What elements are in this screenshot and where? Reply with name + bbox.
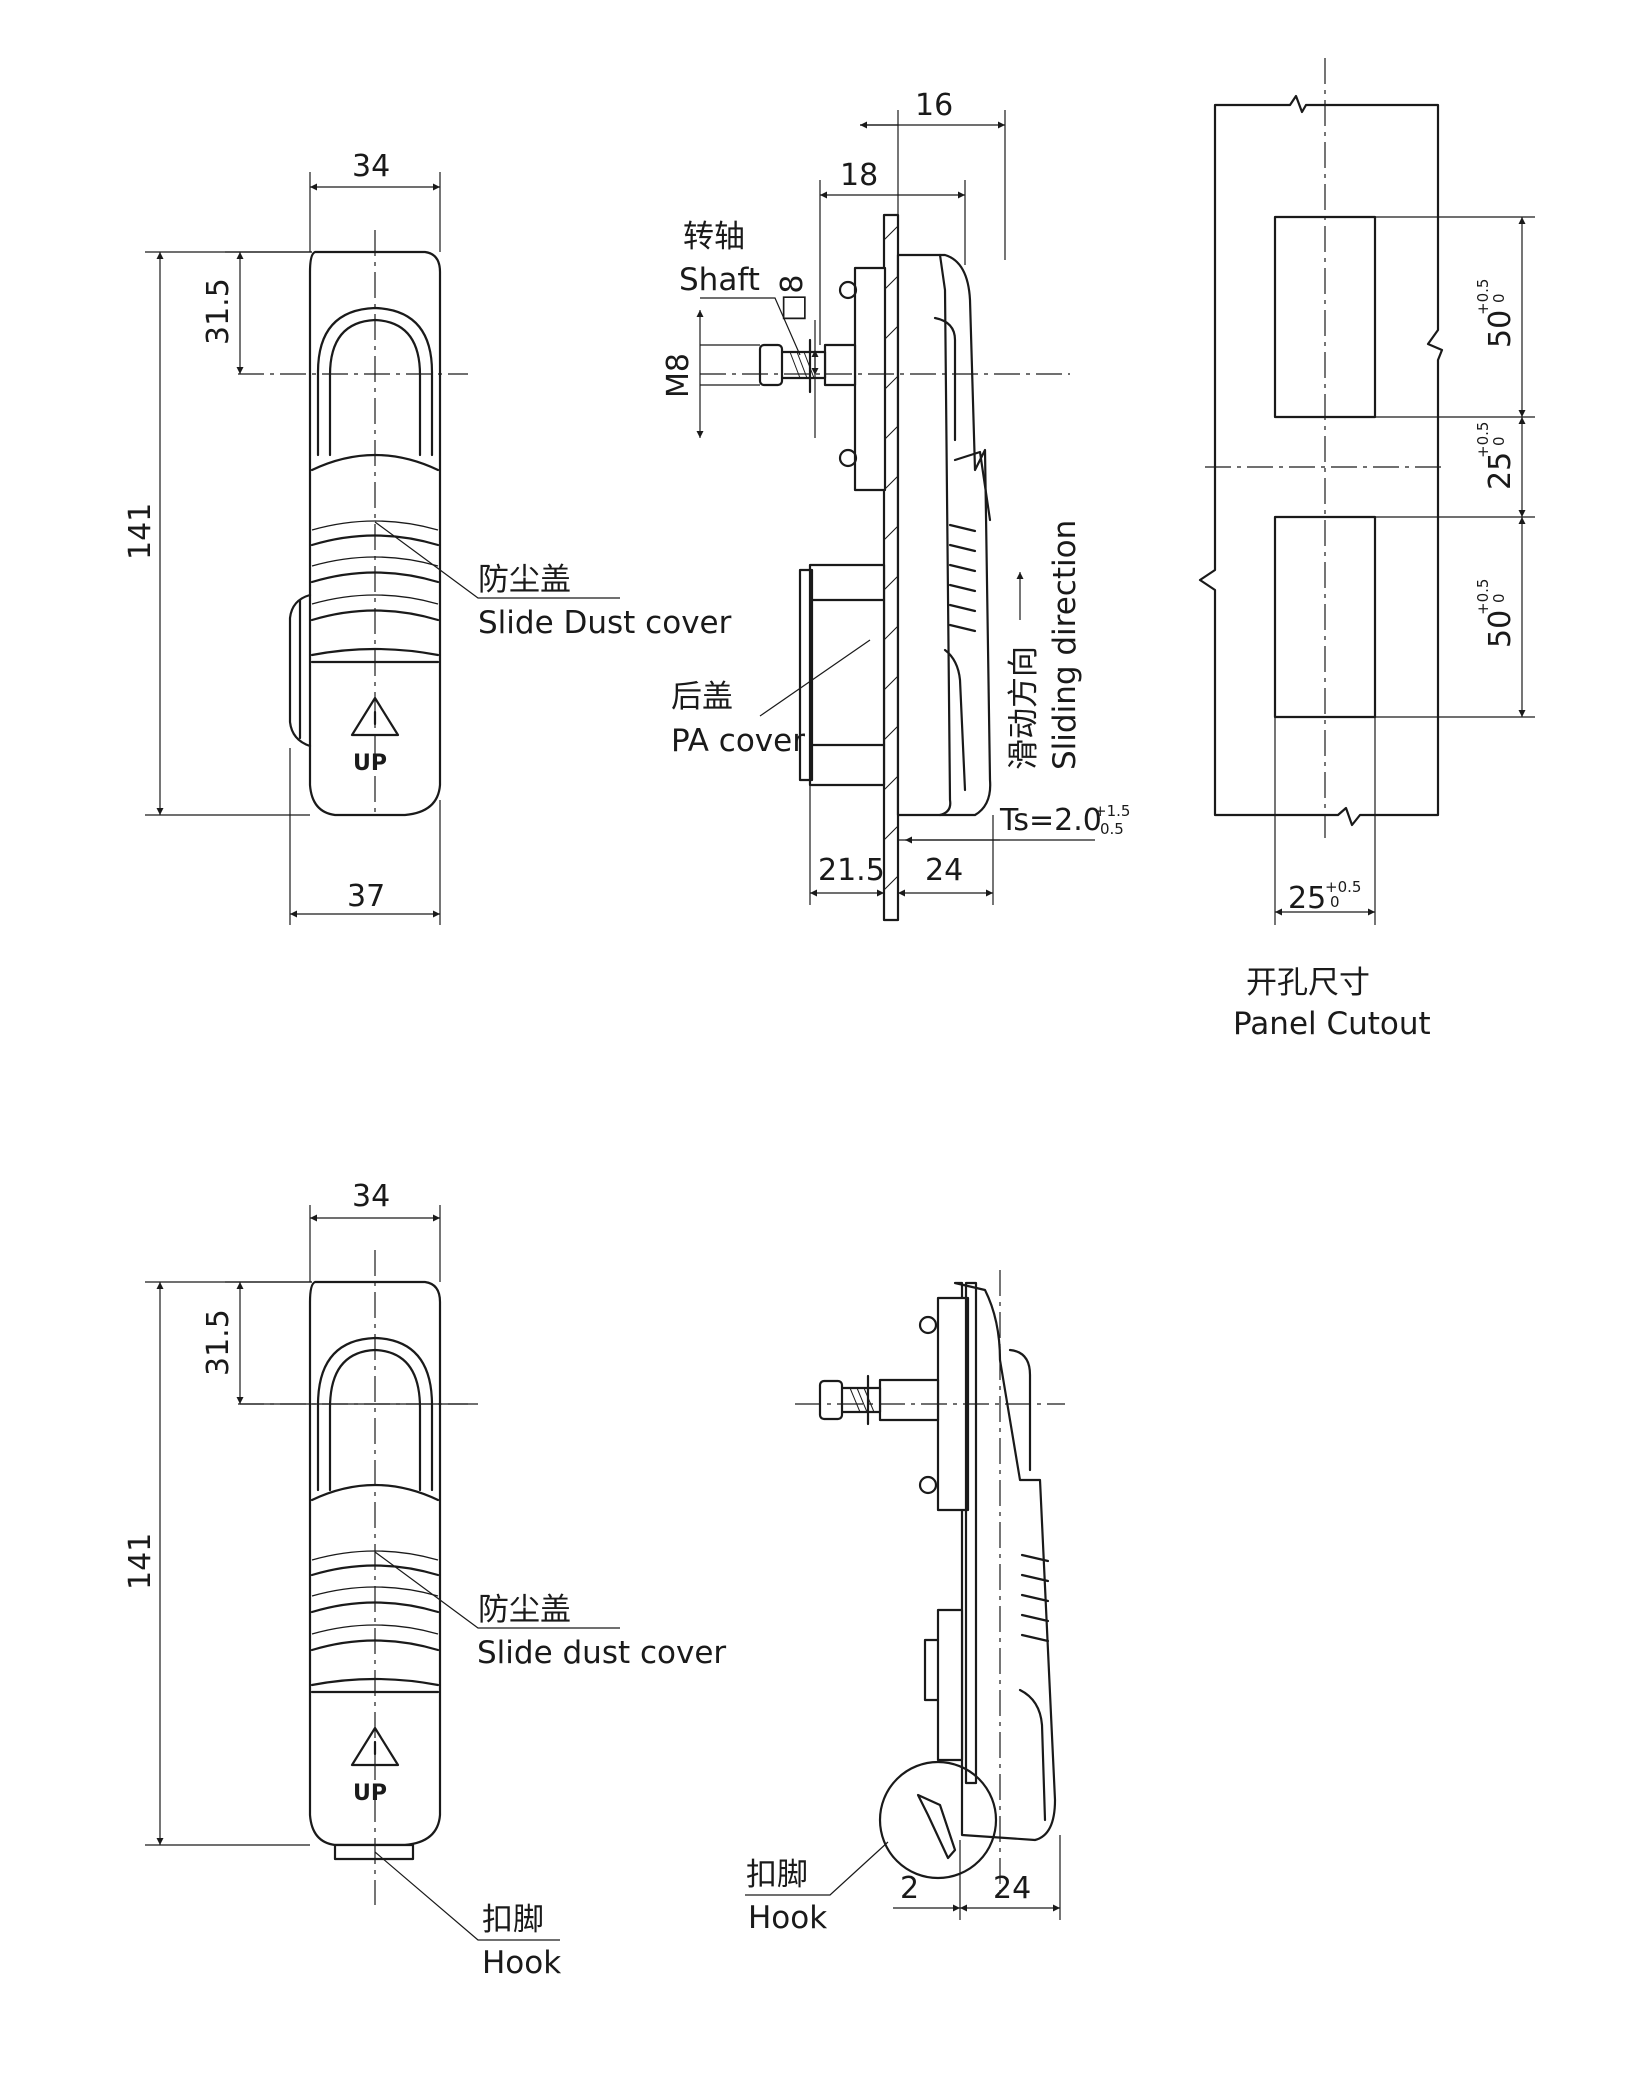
leader-line: [745, 1841, 889, 1896]
hook-label-cn: 扣脚: [482, 1902, 544, 1938]
up-badge: UP: [353, 1781, 387, 1806]
tol-up: +0.5: [1474, 579, 1492, 615]
tol-up: +0.5: [1474, 422, 1492, 458]
front-view-bottom: UP 34 31.5 141 防尘盖 Slide dust cover 扣脚 H…: [123, 1179, 726, 1981]
tol-up: +0.5: [1474, 279, 1492, 315]
panel-cutout-view: 50 +0.5 0 25 +0.5 0 50 +0.5 0 25 +0.5 0 …: [1198, 58, 1535, 1042]
dim-bottom-width: 37: [347, 879, 385, 914]
dim-2: 2: [900, 1871, 919, 1906]
thread-size: M8: [661, 353, 696, 398]
hook-label-cn: 扣脚: [746, 1857, 808, 1893]
cover-label-cn: 后盖: [671, 679, 733, 715]
leader-line: [374, 1851, 560, 1941]
cutout-title-cn: 开孔尺寸: [1246, 965, 1370, 1001]
tol-low: 0: [1490, 436, 1508, 446]
shaft-label-en: Shaft: [679, 262, 760, 298]
hook-label-en: Hook: [748, 1900, 827, 1936]
handle-body-bottom: UP: [308, 1280, 442, 1861]
dim-18: 18: [840, 158, 878, 193]
leader-line: [374, 521, 620, 599]
cover-label-en: PA cover: [671, 723, 805, 759]
side-view-top: 16 18 转轴 Shaft □8 M8 后盖 PA cover 滑动方向 Sl…: [661, 88, 1130, 922]
hook-detail: [916, 1793, 957, 1860]
dim-top-offset: 31.5: [201, 278, 236, 345]
dust-cover-label-cn: 防尘盖: [478, 562, 571, 598]
dim-width: 34: [352, 1179, 390, 1214]
leader-line: [700, 297, 801, 356]
cutout-title-en: Panel Cutout: [1233, 1006, 1431, 1042]
thickness-tol-low: 0.5: [1100, 820, 1124, 838]
leader-line: [759, 639, 871, 717]
dim-cutout-width: 25: [1288, 881, 1326, 916]
tol-up: +0.5: [1325, 878, 1361, 896]
shaft-label-cn: 转轴: [683, 219, 745, 255]
dim-top-offset: 31.5: [201, 1309, 236, 1376]
mount-block: [853, 266, 887, 492]
side-view-bottom: 扣脚 Hook 2 24: [745, 1270, 1065, 1936]
dust-cover-label-en: Slide dust cover: [477, 1635, 726, 1671]
pa-cover: [808, 563, 886, 787]
up-badge: UP: [353, 751, 387, 776]
dim-24: 24: [993, 1871, 1031, 1906]
tol-low: 0: [1490, 593, 1508, 603]
handle-side: [896, 253, 992, 817]
hook-detail-circle: [878, 1760, 998, 1880]
dim-width: 34: [352, 149, 390, 184]
dim-height: 141: [123, 1533, 158, 1590]
hook-foot: [333, 1843, 415, 1861]
panel-outline: [1198, 94, 1444, 827]
tol-low: 0: [1490, 293, 1508, 303]
square-size: □8: [775, 275, 810, 322]
dim-height: 141: [123, 503, 158, 560]
front-view-top: UP 34 31.5 141 37 防尘盖 Slide Dust cover: [123, 149, 732, 925]
tol-low: 0: [1330, 893, 1340, 911]
dim-21-5: 21.5: [818, 853, 885, 888]
thickness-label: Ts=2.0: [999, 803, 1102, 838]
dim-slot-lower: 50: [1483, 610, 1518, 648]
thickness-tol-up: +1.5: [1094, 802, 1130, 820]
dim-slot-upper: 50: [1483, 310, 1518, 348]
dim-24: 24: [925, 853, 963, 888]
dim-gap: 25: [1483, 452, 1518, 490]
handle-body-top: UP: [288, 250, 442, 817]
sliding-label-cn: 滑动方向: [1006, 646, 1042, 770]
handle-side: [953, 1281, 1057, 1842]
dust-cover-label-en: Slide Dust cover: [478, 605, 732, 641]
hook-label-en: Hook: [482, 1945, 561, 1981]
dust-cover-label-cn: 防尘盖: [478, 1592, 571, 1628]
dim-16: 16: [915, 88, 953, 123]
leader-line: [374, 1551, 620, 1629]
sliding-label-en: Sliding direction: [1047, 520, 1083, 770]
